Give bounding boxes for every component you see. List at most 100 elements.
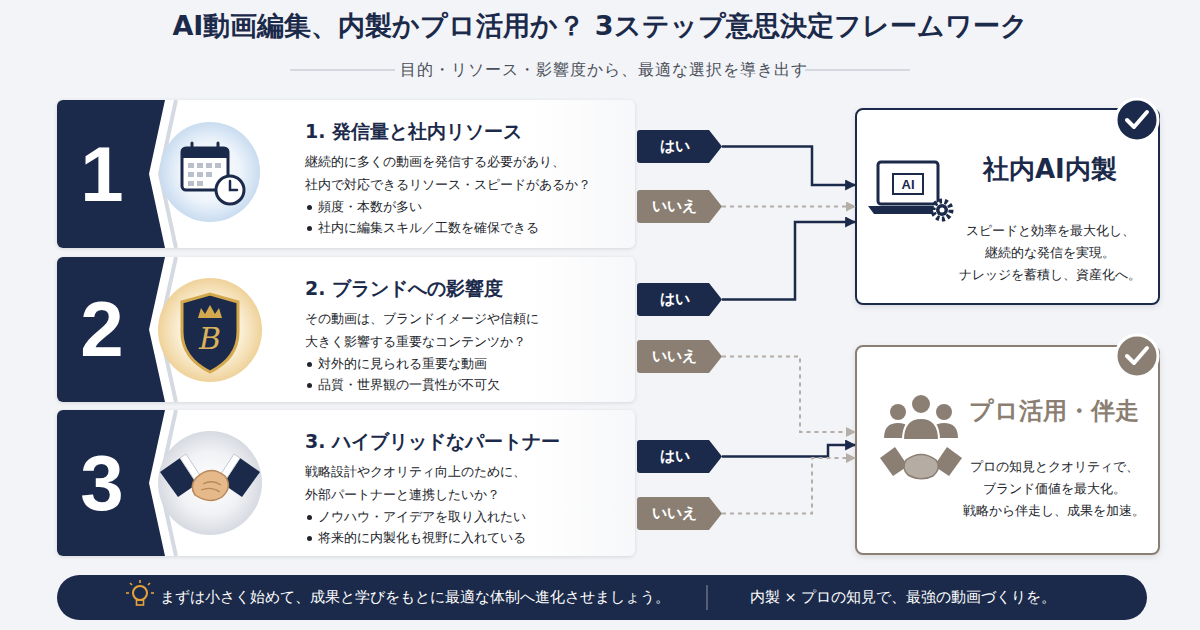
subtitle-rule — [805, 70, 910, 71]
team-icon — [911, 394, 931, 414]
handshake-icon — [158, 431, 262, 535]
calendar-icon — [230, 181, 237, 190]
brand-shield-icon — [158, 278, 262, 382]
yes-branch-tag: はい — [637, 283, 722, 316]
laptop-ai-icon — [936, 204, 948, 216]
handshake-icon — [180, 454, 203, 484]
criteria-bullet: 将来的に内製化も視野に入れている — [305, 528, 625, 548]
outcome-box: プロ活用・伴走プロの知見とクオリティで、 ブランド価値を最大化。 戦略から伴走し… — [855, 345, 1160, 555]
branch-label: いいえ — [637, 497, 722, 530]
step-question: 継続的に多くの動画を発信する必要があり、 社内で対応できるリソース・スピードがあ… — [305, 150, 615, 196]
step-question: その動画は、ブランドイメージや信頼に 大きく影響する重要なコンテンツか？ — [305, 307, 615, 353]
yes-branch-arrow — [722, 445, 855, 457]
subtitle-rule — [290, 70, 395, 71]
subtitle: 目的・リソース・影響度から、最適な選択を導き出す — [400, 59, 800, 81]
branch-tag-shape — [637, 340, 722, 373]
step-number-panel — [57, 100, 165, 248]
calendar-icon — [160, 122, 260, 222]
outcome-title: プロ活用・伴走 — [969, 394, 1154, 428]
branch-tag-shape — [637, 497, 722, 530]
check-badge — [1127, 112, 1147, 127]
check-badge — [1116, 335, 1158, 377]
decision-step-band: 1 1. 発信量と社内リソース継続的に多くの動画を発信する必要があり、 社内で対応… — [57, 100, 635, 248]
step-heading: 2. ブランドへの影響度 — [305, 275, 625, 301]
outcome-description: スピードと効率を最大化し、 継続的な発信を実現。 ナレッジを蓄積し、資産化へ。 — [945, 220, 1155, 286]
no-branch-tag: いいえ — [637, 340, 722, 373]
lightbulb-icon — [148, 583, 150, 585]
decision-step-band: 2 2. ブランドへの影響度その動画は、ブランドイメージや信頼に 大きく影響する重… — [57, 257, 635, 402]
yes-branch-arrow — [722, 147, 855, 186]
footer-message: 内製 × プロの知見で、最強の動画づくりを。 — [750, 575, 1130, 620]
criteria-bullet: ノウハウ・アイデアを取り入れたい — [305, 507, 625, 527]
lightbulb-icon — [139, 580, 141, 583]
panel-stripe — [160, 100, 176, 248]
handshake-icon — [217, 454, 240, 484]
handshake-icon — [192, 470, 228, 500]
footer-banner: まずは小さく始めて、成果と学びをもとに最適な体制へ進化させましょう。内製 × プ… — [57, 575, 1147, 620]
step-question: 戦略設計やクオリティ向上のために、 外部パートナーと連携したいか？ — [305, 460, 615, 506]
calendar-icon — [188, 163, 194, 168]
lightbulb-icon — [151, 592, 154, 594]
step-number-panel — [57, 257, 165, 402]
step-number-panel — [57, 410, 165, 556]
criteria-bullet: 頻度・本数が多い — [305, 197, 625, 217]
team-icon — [930, 423, 958, 438]
step-number: 1 — [57, 100, 147, 248]
check-badge — [1116, 335, 1158, 377]
outcome-title: 社内AI内製 — [983, 152, 1158, 186]
branch-label: いいえ — [637, 190, 722, 223]
handshake-icon — [223, 458, 260, 497]
laptop-ai-icon — [933, 201, 951, 219]
branch-tag-shape — [637, 130, 722, 163]
lightbulb-icon — [130, 583, 132, 585]
calendar-icon — [206, 163, 212, 168]
icon-text: AI — [893, 174, 923, 194]
lightbulb-icon — [133, 586, 147, 600]
criteria-bullet: 品質・世界観の一貫性が不可欠 — [305, 375, 625, 395]
calendar-icon — [160, 122, 260, 222]
calendar-icon — [188, 181, 194, 186]
lightbulb-icon — [126, 580, 154, 605]
step-heading: 3. ハイブリッドなパートナー — [305, 428, 625, 454]
calendar-icon — [197, 172, 203, 177]
calendar-icon — [182, 148, 228, 190]
team-icon — [903, 418, 939, 440]
branch-label: はい — [637, 440, 722, 473]
yes-branch-arrow — [722, 222, 855, 300]
panel-stripe — [160, 257, 176, 402]
criteria-bullet: 対外的に見られる重要な動画 — [305, 354, 625, 374]
check-badge — [1116, 99, 1158, 141]
laptop-ai-icon — [940, 208, 945, 213]
calendar-icon — [215, 163, 221, 168]
branch-tag-shape — [637, 283, 722, 316]
yes-branch-tag: はい — [637, 440, 722, 473]
check-badge — [1116, 99, 1158, 141]
team-icon — [890, 404, 906, 420]
no-branch-tag: いいえ — [637, 190, 722, 223]
branch-label: はい — [637, 130, 722, 163]
calendar-icon — [197, 181, 203, 186]
calendar-icon — [197, 163, 203, 168]
branch-label: いいえ — [637, 340, 722, 373]
step-number: 3 — [57, 410, 147, 556]
team-icon — [936, 404, 952, 420]
team-icon — [880, 394, 962, 479]
decision-step-band: 3 3. ハイブリッドなパートナー戦略設計やクオリティ向上のために、 外部パートナ… — [57, 410, 635, 556]
check-badge — [1127, 348, 1147, 363]
outcome-box: 社内AI内製スピードと効率を最大化し、 継続的な発信を実現。 ナレッジを蓄積し、… — [855, 108, 1160, 305]
branch-tag-shape — [637, 440, 722, 473]
criteria-bullet: 社内に編集スキル／工数を確保できる — [305, 218, 625, 238]
lightbulb-icon — [137, 600, 144, 605]
step-heading: 1. 発信量と社内リソース — [305, 118, 625, 144]
laptop-ai-icon — [868, 162, 951, 219]
brand-shield-icon — [158, 278, 262, 382]
team-icon — [934, 447, 962, 476]
step-number: 2 — [57, 257, 147, 402]
calendar-icon — [191, 143, 194, 152]
laptop-ai-icon — [893, 174, 923, 194]
outcome-description: プロの知見とクオリティで、 ブランド価値を最大化。 戦略から伴走し、成果を加速。 — [949, 456, 1159, 522]
